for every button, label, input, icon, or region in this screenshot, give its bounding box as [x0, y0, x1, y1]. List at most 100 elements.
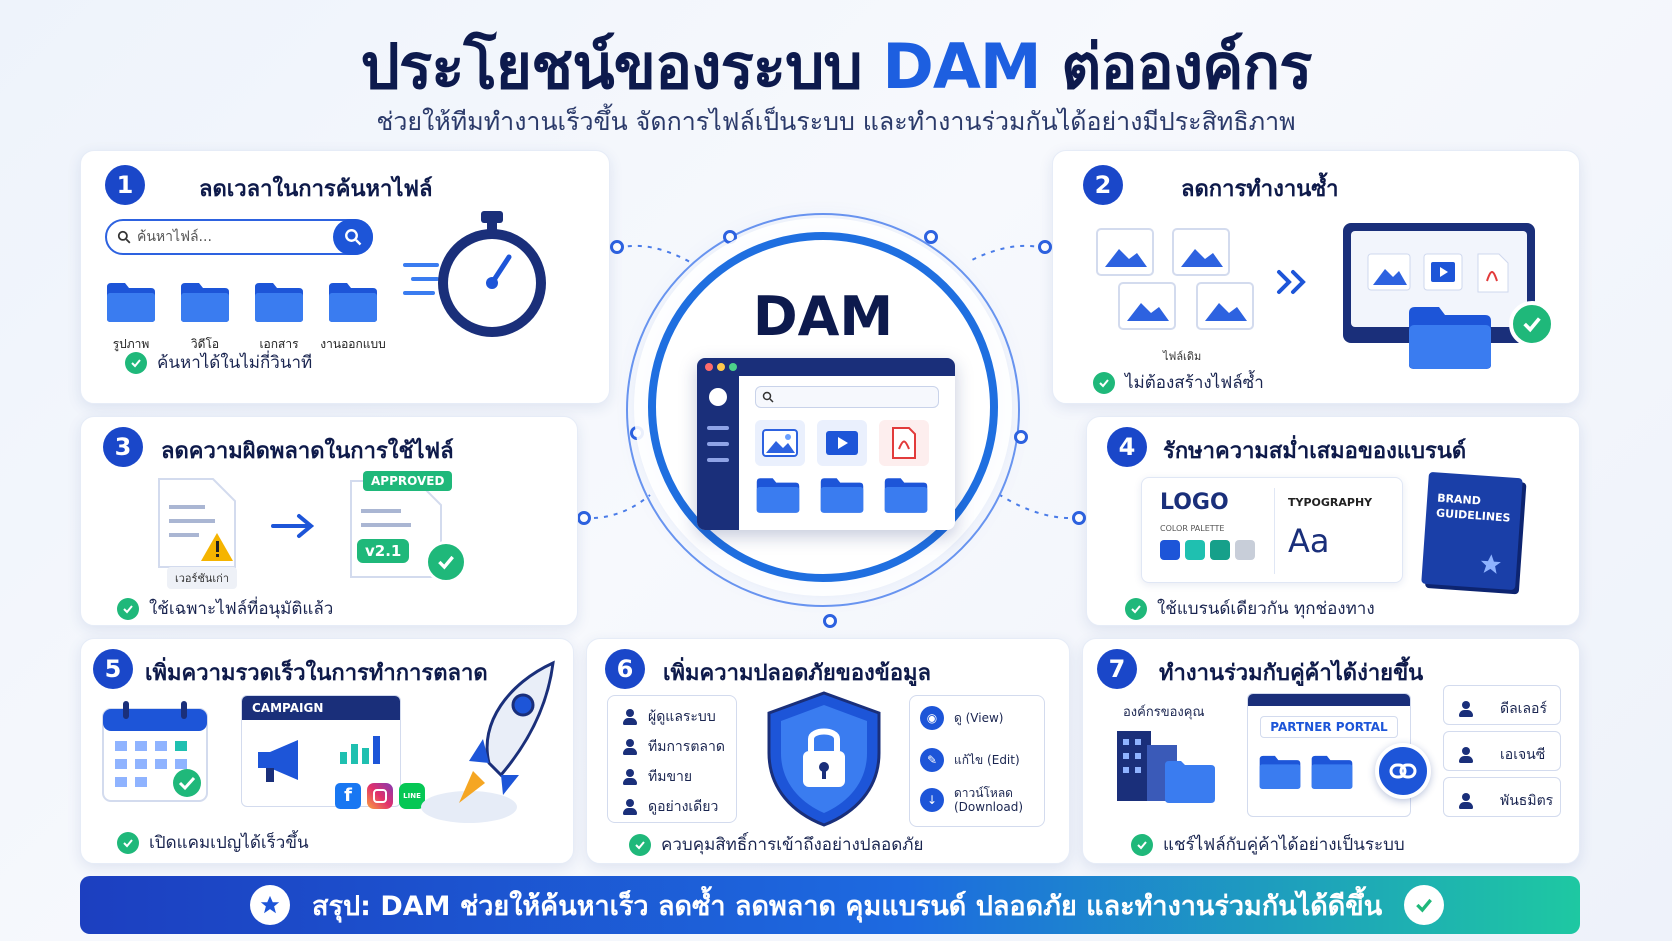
benefit-line: ใช้แบรนด์เดียวกัน ทุกช่องทาง	[1125, 595, 1375, 622]
card-5-marketing-speed: 5 เพิ่มความรวดเร็วในการทำการตลาด CAMPAIG…	[80, 638, 574, 864]
double-chevron-right-icon	[1277, 270, 1306, 294]
connector-dot	[1014, 430, 1028, 444]
permission-download: ↓ดาวน์โหลด (Download)	[920, 786, 1044, 814]
folder-icon	[1409, 307, 1491, 369]
page-title: ประโยชน์ของระบบ DAM ต่อองค์กร	[0, 18, 1672, 116]
brand-board: LOGO COLOR PALETTE TYPOGRAPHY Aa	[1141, 477, 1403, 583]
permission-view: ◉ดู (View)	[920, 706, 1003, 730]
link-icon	[1375, 743, 1431, 799]
shield-lock-icon	[767, 691, 881, 827]
image-icon	[755, 420, 805, 466]
color-palette-label: COLOR PALETTE	[1160, 524, 1225, 533]
search-icon	[762, 391, 774, 403]
org-label: องค์กรของคุณ	[1123, 705, 1205, 720]
check-icon	[125, 351, 147, 374]
check-icon	[117, 597, 139, 620]
search-placeholder: ค้นหาไฟล์...	[137, 229, 212, 245]
connector-dot	[577, 511, 591, 525]
connector-dot	[823, 614, 837, 628]
book-title: BRAND GUIDELINES	[1435, 491, 1511, 525]
campaign-label: CAMPAIGN	[252, 701, 324, 715]
card-number: 7	[1097, 649, 1137, 689]
role-item: ดูอย่างเดียว	[622, 796, 718, 818]
connector-dot	[723, 230, 737, 244]
facebook-icon: f	[335, 783, 361, 809]
card-number: 2	[1083, 165, 1123, 205]
search-icon	[345, 229, 362, 246]
partner-agency: เอเจนซี	[1443, 731, 1561, 771]
check-icon	[1509, 301, 1555, 347]
folder-icon[interactable]	[105, 281, 157, 323]
user-icon	[622, 709, 638, 725]
search-button[interactable]	[333, 219, 373, 255]
file-search-input[interactable]: ค้นหาไฟล์...	[105, 219, 373, 255]
star-icon	[1480, 554, 1501, 574]
folder-label: งานออกแบบ	[320, 337, 386, 351]
duplicate-files-icon	[1096, 228, 1254, 330]
card-number: 3	[103, 427, 143, 467]
partner-dealer: ดีลเลอร์	[1443, 685, 1561, 725]
benefit-text: เปิดแคมเปญได้เร็วขึ้น	[149, 833, 309, 853]
summary-bar: สรุป: DAM ช่วยให้ค้นหาเร็ว ลดซ้ำ ลดพลาด …	[80, 876, 1580, 934]
card-number: 5	[93, 649, 133, 689]
card-3-file-errors: 3 ลดความผิดพลาดในการใช้ไฟล์ เวอร์ชันเก่า…	[80, 416, 578, 626]
benefit-line: แชร์ไฟล์กับคู่ค้าได้อย่างเป็นระบบ	[1131, 831, 1405, 858]
user-icon	[622, 799, 638, 815]
color-swatches	[1160, 540, 1255, 560]
partner-ally: พันธมิตร	[1443, 777, 1561, 817]
approved-badge: APPROVED	[363, 471, 453, 491]
benefit-line: ควบคุมสิทธิ์การเข้าถึงอย่างปลอดภัย	[629, 831, 923, 858]
portal-label: PARTNER PORTAL	[1260, 716, 1398, 738]
title-accent: DAM	[882, 30, 1041, 103]
benefit-line: ค้นหาได้ในไม่กี่วินาที	[125, 349, 312, 376]
connector-dot	[924, 230, 938, 244]
version-badge: v2.1	[357, 539, 410, 563]
stopwatch-icon	[403, 211, 546, 337]
folder-icon[interactable]	[327, 281, 379, 323]
card-title: ลดเวลาในการค้นหาไฟล์	[199, 177, 433, 202]
app-sidebar	[697, 376, 739, 530]
user-icon	[1458, 701, 1474, 717]
instagram-icon	[367, 783, 393, 809]
benefit-text: ควบคุมสิทธิ์การเข้าถึงอย่างปลอดภัย	[661, 835, 924, 855]
typography-label: TYPOGRAPHY	[1288, 496, 1373, 509]
check-icon	[629, 833, 651, 856]
check-icon	[1125, 597, 1147, 620]
folder-icon[interactable]	[253, 281, 305, 323]
summary-text: สรุป: DAM ช่วยให้ค้นหาเร็ว ลดซ้ำ ลดพลาด …	[312, 890, 1383, 922]
video-icon	[1423, 253, 1463, 291]
app-search-input[interactable]	[755, 386, 939, 408]
card-title: เพิ่มความรวดเร็วในการทำการตลาด	[145, 661, 488, 686]
card-2-duplicate-work: 2 ลดการทำงานซ้ำ ไฟล์เดิม ไม่ต้องสร้างไฟล…	[1052, 150, 1580, 404]
old-document-icon	[158, 478, 236, 568]
benefit-text: ค้นหาได้ในไม่กี่วินาที	[157, 353, 313, 373]
connector-dot	[610, 240, 624, 254]
card-title: ลดการทำงานซ้ำ	[1181, 177, 1339, 202]
role-item: ทีมขาย	[622, 766, 692, 788]
connector-dot	[1038, 240, 1052, 254]
eye-icon: ◉	[920, 706, 944, 730]
permission-list: ◉ดู (View) ✎แก้ไข (Edit) ↓ดาวน์โหลด (Dow…	[909, 695, 1045, 827]
check-icon	[425, 541, 467, 583]
card-4-brand-consistency: 4 รักษาความสม่ำเสมอของแบรนด์ LOGO COLOR …	[1086, 416, 1580, 626]
campaign-window: CAMPAIGN	[241, 695, 401, 807]
folder-icon	[756, 478, 800, 513]
calendar-icon	[102, 701, 208, 802]
title-part2: ต่อองค์กร	[1061, 30, 1312, 103]
pdf-icon	[1477, 253, 1509, 293]
line-icon: LINE	[399, 783, 425, 809]
arrow-right-icon	[271, 514, 315, 538]
folder-icon[interactable]	[179, 281, 231, 323]
benefit-text: แชร์ไฟล์กับคู่ค้าได้อย่างเป็นระบบ	[1163, 835, 1405, 855]
check-icon	[1093, 371, 1115, 394]
folder-label: รูปภาพ	[112, 337, 150, 351]
folder-icon	[820, 478, 864, 513]
card-1-search-time: 1 ลดเวลาในการค้นหาไฟล์ ค้นหาไฟล์... รูปภ…	[80, 150, 610, 404]
check-icon	[1131, 833, 1153, 856]
folder-icon	[1259, 755, 1301, 789]
card-number: 6	[605, 649, 645, 689]
check-icon	[117, 831, 139, 854]
folder-icon	[1311, 755, 1353, 789]
megaphone-icon	[258, 740, 298, 782]
